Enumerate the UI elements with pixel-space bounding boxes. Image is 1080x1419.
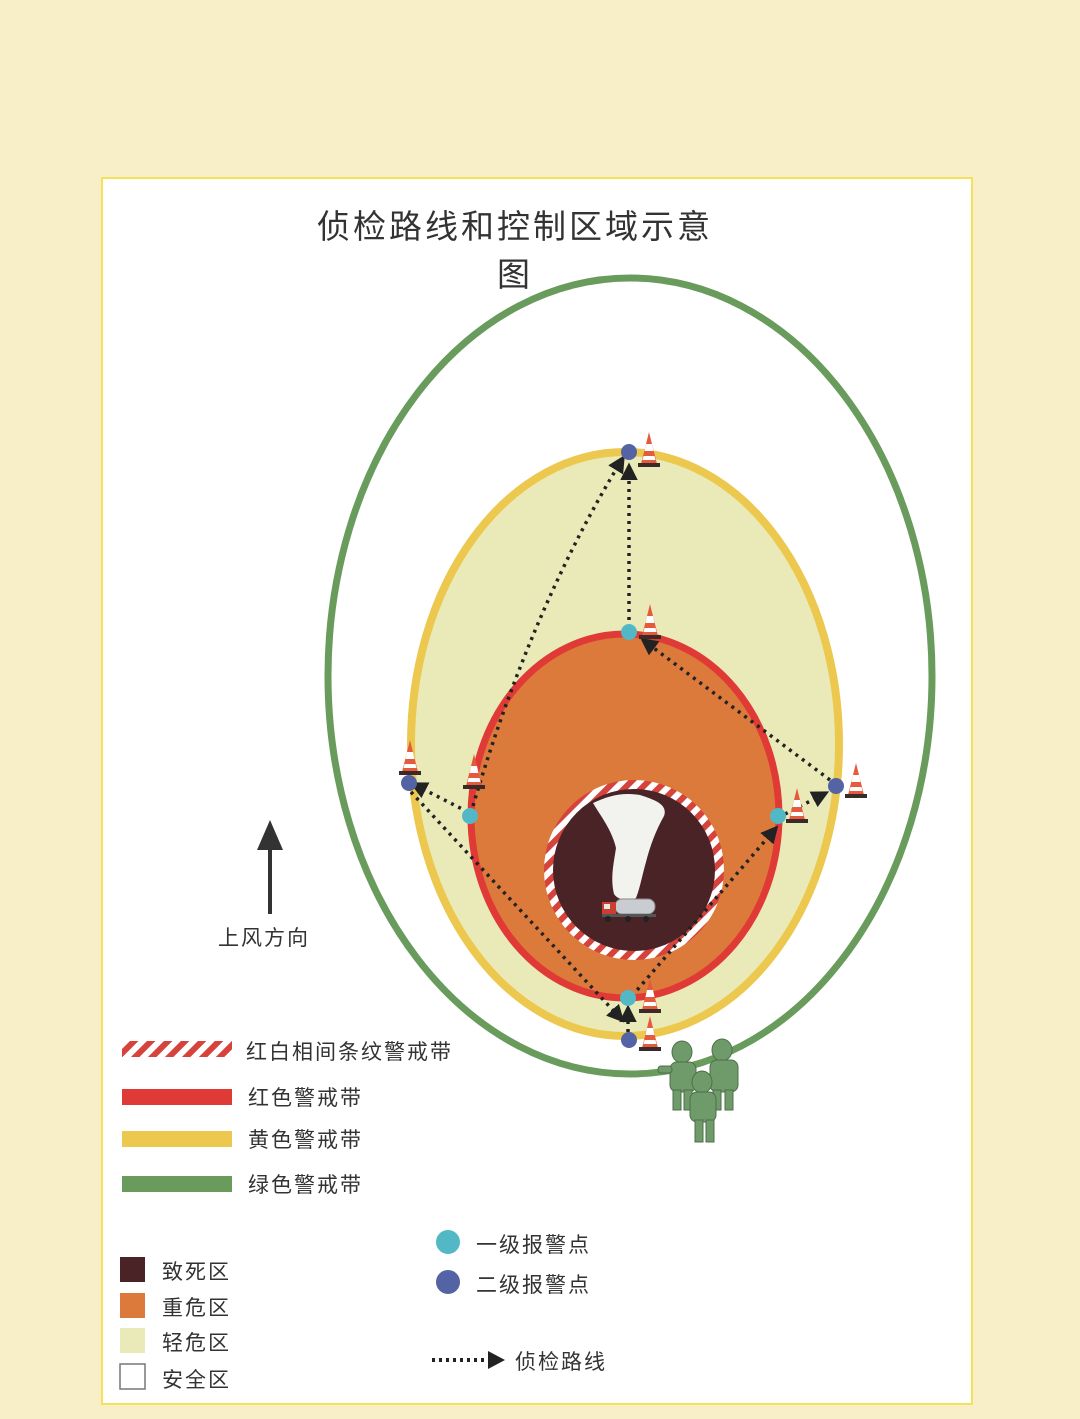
wind-direction-label: 上风方向 xyxy=(218,922,310,952)
legend-label-route: 侦检路线 xyxy=(515,1346,607,1376)
tanker-truck-icon xyxy=(602,899,656,922)
level2-alarm-point xyxy=(621,1032,637,1048)
legend-label-severe-zone: 重危区 xyxy=(162,1292,231,1322)
legend-label-safe-zone: 安全区 xyxy=(162,1364,231,1394)
level1-alarm-point xyxy=(620,990,636,1006)
level2-alarm-point xyxy=(401,775,417,791)
legend-swatch-level1-point xyxy=(436,1230,460,1254)
legend-label-red-band: 红色警戒带 xyxy=(248,1082,363,1112)
legend-label-green-band: 绿色警戒带 xyxy=(248,1169,363,1199)
legend-swatch-yellow-band xyxy=(122,1131,232,1147)
legend-label-lethal-zone: 致死区 xyxy=(162,1256,231,1286)
legend-swatch-striped-band xyxy=(122,1041,232,1057)
legend-swatch-severe-zone xyxy=(120,1293,145,1318)
page-title: 侦检路线和控制区域示意图 xyxy=(300,200,730,296)
level1-alarm-point xyxy=(621,624,637,640)
legend-swatch-red-band xyxy=(122,1089,232,1105)
level2-alarm-point xyxy=(621,444,637,460)
level1-alarm-point xyxy=(770,808,786,824)
legend-label-striped-band: 红白相间条纹警戒带 xyxy=(246,1036,453,1066)
legend-swatch-light-zone xyxy=(120,1328,145,1353)
legend-swatch-level2-point xyxy=(436,1270,460,1294)
dotted-arrow-icon xyxy=(432,1351,505,1369)
up-arrow-icon xyxy=(257,820,283,914)
level2-alarm-point xyxy=(828,778,844,794)
legend-label-yellow-band: 黄色警戒带 xyxy=(248,1124,363,1154)
legend-swatch-safe-zone xyxy=(120,1364,145,1389)
level1-alarm-point xyxy=(462,808,478,824)
legend-swatch-green-band xyxy=(122,1176,232,1192)
legend-swatch-lethal-zone xyxy=(120,1257,145,1282)
legend-label-level1-point: 一级报警点 xyxy=(476,1229,591,1259)
legend-label-level2-point: 二级报警点 xyxy=(476,1269,591,1299)
legend-label-light-zone: 轻危区 xyxy=(162,1327,231,1357)
